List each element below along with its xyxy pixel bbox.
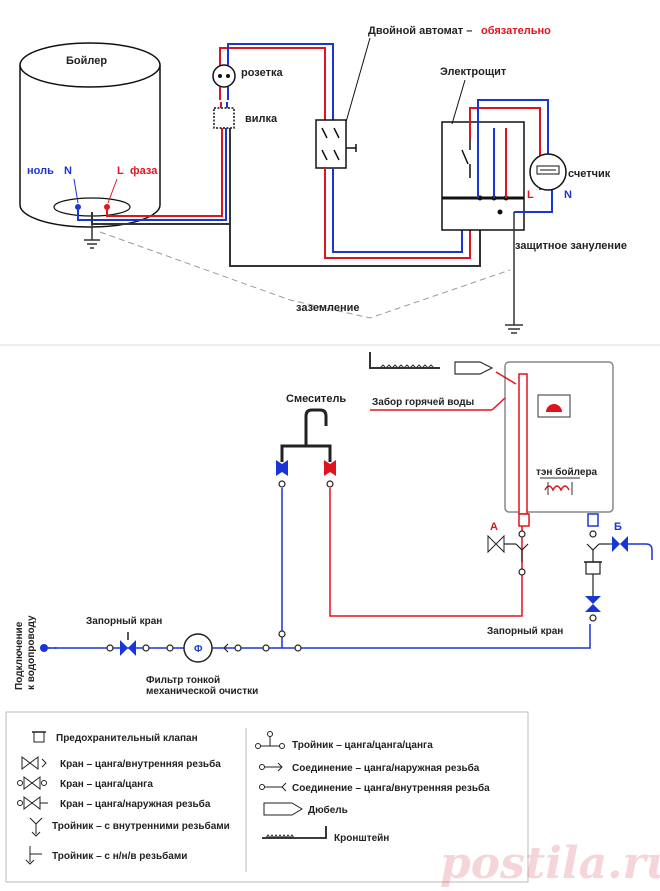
legend-safety-valve-icon	[32, 731, 46, 743]
watermark-logo: postila.ru	[440, 838, 660, 889]
breaker-pointer	[345, 37, 371, 123]
phase-letter: L	[117, 165, 124, 177]
breaker-title: Двойной автомат –	[368, 25, 472, 37]
boiler-tank	[19, 42, 161, 228]
meter-n: N	[564, 189, 572, 201]
phase-terminal	[104, 204, 110, 210]
legend-left-5: Тройник – с н/н/в резьбами	[52, 850, 187, 862]
panel-meter-wires	[469, 99, 553, 213]
legend-valve-collet-icon	[17, 776, 47, 790]
neutral-letter: N	[64, 165, 72, 177]
legend-right-3: Дюбель	[308, 804, 348, 816]
meter-l: L	[527, 189, 534, 201]
valve-a-icon	[487, 530, 529, 576]
legend-tee-internal-icon	[29, 817, 43, 837]
plug-label: вилка	[245, 113, 278, 125]
panel-ground	[505, 212, 523, 334]
hot-intake-pipe	[518, 373, 528, 515]
legend-left-1: Кран – цанга/внутренняя резьба	[60, 758, 221, 770]
cold-main-pipe	[48, 624, 591, 649]
neutral-terminal	[75, 204, 81, 210]
safety-valve-icon	[584, 561, 602, 584]
socket-icon	[212, 64, 236, 100]
protective-label: защитное зануление	[515, 240, 627, 252]
socket-breaker-wires	[219, 43, 334, 120]
phase-pointer	[107, 178, 118, 204]
legend-right-0: Тройник – цанга/цанга/цанга	[292, 740, 433, 751]
legend-left-4: Тройник – с внутренними резьбами	[52, 820, 230, 832]
earth-wire	[229, 128, 481, 267]
valve-right-icon	[585, 584, 601, 622]
valve-right-label: Запорный кран	[487, 626, 563, 637]
legend-right-1: Соединение – цанга/наружная резьба	[292, 762, 480, 774]
boiler-label: Бойлер	[66, 55, 107, 67]
hot-intake-arrow	[495, 371, 517, 385]
hot-intake-label: Забор горячей воды	[372, 396, 474, 408]
double-breaker	[315, 119, 357, 169]
electrical-panel	[441, 121, 525, 231]
legend-valve-internal-icon	[21, 756, 47, 770]
breaker-note: обязательно	[481, 25, 551, 37]
plug-icon	[213, 102, 235, 129]
hot-outlet-fitting	[518, 513, 530, 527]
thermometer-icon	[537, 394, 571, 418]
heater-label: тэн бойлера	[536, 466, 598, 478]
neutral-pointer	[73, 178, 79, 204]
legend-bracket-icon	[262, 826, 327, 839]
water-heater-tank	[504, 361, 614, 513]
legend-box	[5, 711, 529, 883]
bracket-icon	[369, 352, 440, 369]
cold-inlet-fitting	[587, 513, 599, 527]
filter-symbol: Ф	[194, 644, 203, 655]
supply-label: Подключение к водопроводу	[14, 615, 37, 690]
panel-pointer	[451, 79, 466, 125]
valve-b-icon	[586, 530, 653, 562]
ground-boiler	[84, 224, 100, 249]
ground-dashed-line	[99, 231, 511, 319]
mixer-hot-valve	[324, 460, 336, 476]
supply-point	[40, 644, 48, 652]
phase-label: фаза	[130, 165, 158, 177]
legend-left-3: Кран – цанга/наружная резьба	[60, 798, 211, 810]
legend-right-4: Кронштейн	[334, 833, 389, 844]
ground-label: заземление	[296, 302, 360, 314]
filter-label-2: механической очистки	[146, 686, 258, 697]
legend-valve-external-icon	[17, 796, 48, 810]
svg-text:Подключение: Подключение	[14, 621, 25, 690]
legend-tee-mixed-icon	[25, 846, 42, 865]
legend-left-0: Предохранительный клапан	[56, 733, 198, 744]
legend-tee-collet-icon	[255, 731, 285, 749]
socket-label: розетка	[241, 67, 283, 79]
point-b-label: Б	[614, 521, 622, 533]
panel-label: Электрощит	[440, 66, 507, 78]
legend-right-2: Соединение – цанга/внутренняя резьба	[292, 782, 490, 794]
dowel-icon	[454, 361, 494, 375]
legend-union-internal-icon	[259, 782, 287, 792]
mixer-icon	[280, 408, 332, 462]
legend-left-2: Кран – цанга/цанга	[60, 779, 153, 790]
legend-dowel-icon	[263, 802, 303, 816]
hot-water-pipe	[329, 488, 523, 617]
meter-label: счетчик	[568, 168, 611, 180]
heater-coil-icon	[544, 485, 570, 492]
mixer-cold-valve	[276, 460, 288, 476]
filter-label-1: Фильтр тонкой	[146, 675, 220, 686]
tee-junction	[262, 630, 302, 652]
valve-left-label: Запорный кран	[86, 616, 162, 627]
svg-text:к водопроводу: к водопроводу	[26, 615, 37, 690]
legend-union-external-icon	[259, 762, 283, 772]
point-a-label: А	[490, 521, 498, 533]
valve-left-icon	[106, 632, 150, 656]
filter-icon	[166, 633, 242, 663]
meter-icon	[529, 153, 567, 191]
neutral-label: ноль	[27, 165, 54, 177]
mixer-label: Смеситель	[286, 393, 346, 405]
